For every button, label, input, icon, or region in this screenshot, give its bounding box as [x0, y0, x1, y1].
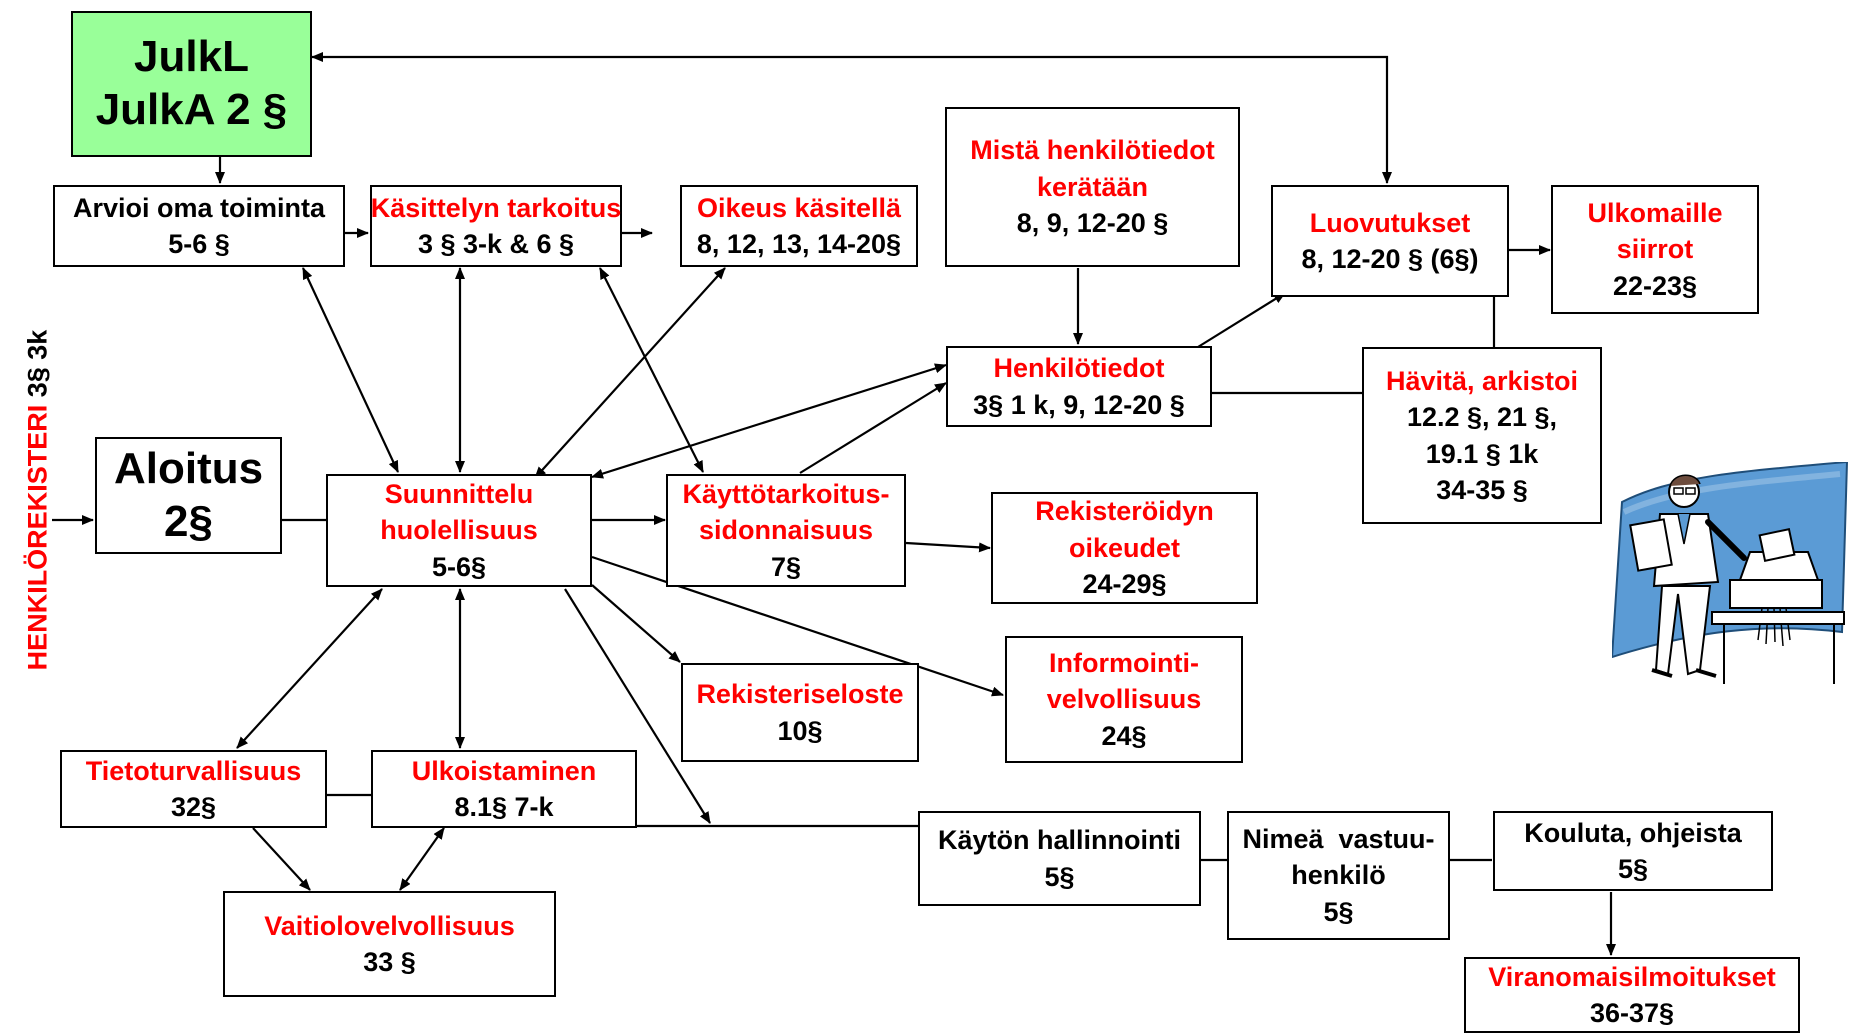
side-label-red: HENKILÖREKISTERI — [22, 404, 53, 671]
rekisteriseloste-ref: 10§ — [777, 715, 823, 746]
box-henkilotiedot[interactable]: Henkilötiedot 3§ 1 k, 9, 12-20 § — [946, 346, 1212, 427]
box-rekisteroidyn[interactable]: Rekisteröidyn oikeudet 24-29§ — [991, 492, 1258, 604]
suunnittelu-line2: huolellisuus — [380, 515, 538, 546]
box-vaitiolo[interactable]: Vaitiolovelvollisuus 33 § — [223, 891, 556, 997]
informointi-line2: velvollisuus — [1046, 684, 1202, 715]
side-label-black: 3§ 3k — [22, 329, 53, 398]
box-kayttotarkoitus[interactable]: Käyttötarkoitus- sidonnaisuus 7§ — [666, 474, 906, 587]
box-julkl[interactable]: JulkL JulkA 2 § — [71, 11, 312, 157]
havita-ref2: 19.1 § 1k — [1425, 438, 1539, 469]
box-suunnittelu[interactable]: Suunnittelu huolellisuus 5-6§ — [326, 474, 592, 587]
havita-ref1: 12.2 §, 21 §, — [1406, 402, 1558, 433]
havita-title: Hävitä, arkistoi — [1385, 365, 1579, 396]
kayttotarkoitus-line1: Käyttötarkoitus- — [682, 478, 890, 509]
edge-suunnittelu-kayton — [564, 588, 711, 824]
edge-tietoturvallisuus-vaitiolo — [252, 827, 311, 891]
box-kasittelyn[interactable]: Käsittelyn tarkoitus 3 § 3-k & 6 § — [370, 185, 622, 267]
henkilotiedot-title: Henkilötiedot — [993, 353, 1165, 384]
mista-line1: Mistä henkilötiedot — [970, 135, 1215, 166]
side-label-henkilorekisteri: HENKILÖREKISTERI 3§ 3k — [23, 330, 54, 671]
edge-julkl-luovutukset — [311, 52, 1392, 184]
oikeus-ref: 8, 12, 13, 14-20§ — [696, 229, 902, 259]
rekisteroidyn-line2: oikeudet — [1068, 532, 1181, 563]
edge-suunnittelu-rekisteriseloste — [591, 584, 681, 663]
aloitus-line1: Aloitus — [113, 443, 264, 493]
edge-suunnittelu-henkilotiedot — [591, 363, 947, 479]
box-viranomais[interactable]: Viranomaisilmoitukset 36-37§ — [1464, 957, 1800, 1033]
julkl-line2: JulkA 2 § — [95, 85, 288, 134]
nimea-line2: henkilö — [1291, 860, 1386, 891]
informointi-ref: 24§ — [1101, 720, 1147, 751]
edge-ulkoistaminen-vaitiolo — [399, 827, 445, 891]
edge-henkilotiedot-luovutukset — [1197, 292, 1286, 348]
informointi-line1: Informointi- — [1049, 647, 1199, 678]
suunnittelu-ref: 5-6§ — [431, 551, 487, 582]
henkilotiedot-ref: 3§ 1 k, 9, 12-20 § — [973, 389, 1185, 420]
kasittelyn-title: Käsittelyn tarkoitus — [370, 192, 622, 223]
ulkoistaminen-title: Ulkoistaminen — [411, 755, 597, 786]
nimea-ref: 5§ — [1323, 896, 1354, 927]
kayton-ref: 5§ — [1044, 861, 1075, 892]
box-oikeus[interactable]: Oikeus käsitellä 8, 12, 13, 14-20§ — [680, 185, 918, 267]
kayttotarkoitus-line2: sidonnaisuus — [698, 515, 874, 546]
edge-suunnittelu-tietoturvallisuus — [236, 588, 383, 749]
suunnittelu-line1: Suunnittelu — [384, 478, 534, 509]
rekisteriseloste-title: Rekisteriseloste — [696, 679, 904, 710]
box-kayton[interactable]: Käytön hallinnointi 5§ — [918, 811, 1201, 906]
box-ulkomaille[interactable]: Ulkomaille siirrot 22-23§ — [1551, 185, 1759, 314]
box-ulkoistaminen[interactable]: Ulkoistaminen 8.1§ 7-k — [371, 750, 637, 828]
luovutukset-title: Luovutukset — [1309, 207, 1471, 238]
box-arvioi[interactable]: Arvioi oma toiminta 5-6 § — [53, 185, 345, 267]
vaitiolo-title: Vaitiolovelvollisuus — [264, 910, 515, 941]
arvioi-ref: 5-6 § — [168, 229, 230, 259]
nimea-line1: Nimeä vastuu- — [1242, 823, 1435, 854]
julkl-line1: JulkL — [134, 32, 249, 82]
box-nimea[interactable]: Nimeä vastuu- henkilö 5§ — [1227, 811, 1450, 940]
mista-ref: 8, 9, 12-20 § — [1016, 208, 1169, 239]
ulkoistaminen-ref: 8.1§ 7-k — [454, 792, 554, 822]
box-rekisteriseloste[interactable]: Rekisteriseloste 10§ — [681, 663, 919, 762]
viranomais-ref: 36-37§ — [1589, 998, 1675, 1028]
edge-kayttotarkoitus-kasittelyn — [599, 267, 704, 473]
oikeus-title: Oikeus käsitellä — [696, 192, 902, 223]
ulkomaille-line2: siirrot — [1616, 234, 1694, 265]
viranomais-title: Viranomaisilmoitukset — [1488, 961, 1776, 992]
tietoturvallisuus-ref: 32§ — [170, 792, 217, 822]
ulkomaille-line1: Ulkomaille — [1587, 197, 1723, 228]
edge-suunnittelu-oikeus — [534, 267, 726, 479]
vaitiolo-ref: 33 § — [363, 947, 416, 977]
edge-kayttotarkoitus-rekisteroidyn — [905, 541, 991, 553]
ulkomaille-ref: 22-23§ — [1612, 270, 1698, 301]
box-luovutukset[interactable]: Luovutukset 8, 12-20 § (6§) — [1271, 185, 1509, 297]
kayton-title: Käytön hallinnointi — [938, 825, 1181, 856]
aloitus-line2: 2§ — [164, 496, 213, 546]
kouluta-ref: 5§ — [1617, 854, 1649, 884]
edge-suunnittelu-arvioi — [302, 267, 399, 473]
mista-line2: kerätään — [1036, 171, 1149, 202]
kasittelyn-ref: 3 § 3-k & 6 § — [417, 229, 575, 259]
edge-suunnittelu-informointi — [591, 555, 1004, 697]
havita-ref3: 34-35 § — [1436, 474, 1528, 505]
box-mista[interactable]: Mistä henkilötiedot kerätään 8, 9, 12-20… — [945, 107, 1240, 267]
rekisteroidyn-ref: 24-29§ — [1082, 569, 1167, 600]
arvioi-title: Arvioi oma toiminta — [72, 192, 326, 223]
box-aloitus[interactable]: Aloitus 2§ — [95, 437, 282, 554]
person-at-paper-shredder-icon — [1612, 462, 1849, 684]
kayttotarkoitus-ref: 7§ — [770, 551, 802, 582]
luovutukset-ref: 8, 12-20 § (6§) — [1301, 244, 1479, 274]
rekisteroidyn-line1: Rekisteröidyn — [1035, 496, 1214, 527]
edge-kayttotarkoitus-henkilotiedot — [799, 382, 947, 474]
box-informointi[interactable]: Informointi- velvollisuus 24§ — [1005, 636, 1243, 763]
box-kouluta[interactable]: Kouluta, ohjeista 5§ — [1493, 811, 1773, 891]
box-havita[interactable]: Hävitä, arkistoi 12.2 §, 21 §, 19.1 § 1k… — [1362, 347, 1602, 524]
box-tietoturvallisuus[interactable]: Tietoturvallisuus 32§ — [60, 750, 327, 828]
kouluta-title: Kouluta, ohjeista — [1524, 817, 1742, 848]
tietoturvallisuus-title: Tietoturvallisuus — [85, 755, 302, 786]
